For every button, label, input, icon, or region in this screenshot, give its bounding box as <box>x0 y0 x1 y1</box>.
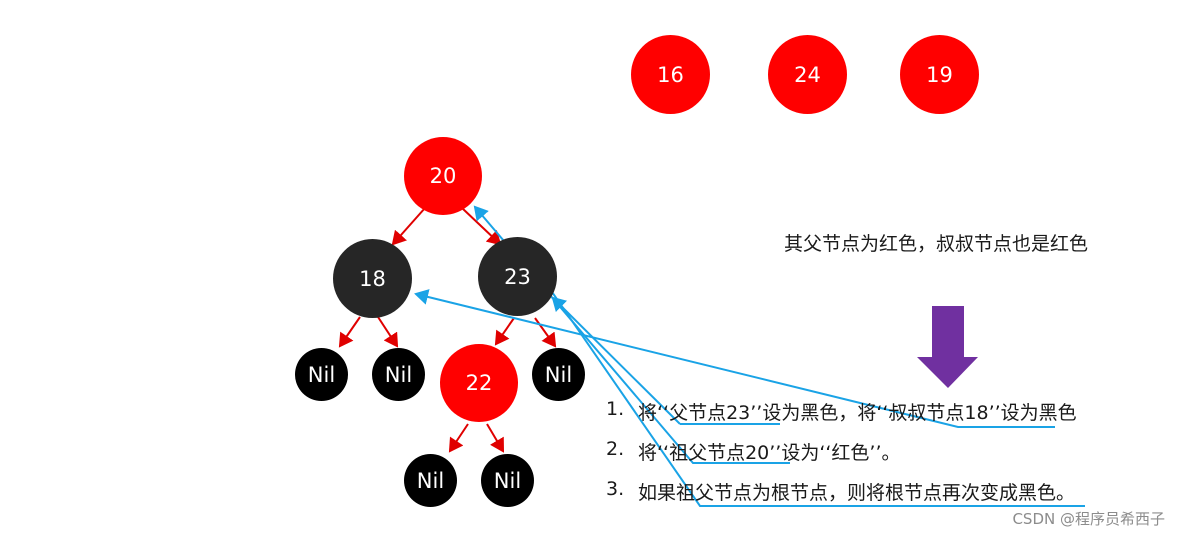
node-label: 18 <box>359 266 386 291</box>
node-label: 22 <box>465 371 493 395</box>
link-step3-root <box>521 248 1085 507</box>
edge-22-nil-right <box>486 423 505 453</box>
step-number: 2. <box>606 438 625 460</box>
step-text: 将‘‘父节点23’’设为黑色，将‘‘叔叔节点18’’设为黑色 <box>638 402 1077 424</box>
nil-label: Nil <box>416 468 445 493</box>
edge-22-nil-left <box>448 423 469 453</box>
nil-label: Nil <box>544 362 573 387</box>
edge-18-nil-right <box>377 316 399 348</box>
nil-label: Nil <box>384 362 413 387</box>
watermark: CSDN @程序员希西子 <box>1012 510 1165 528</box>
step-number: 1. <box>606 398 625 420</box>
queue-node-24: 24 <box>768 35 847 114</box>
queue-node-label: 16 <box>657 62 684 87</box>
tree-node-parent-23: 23 <box>478 237 557 316</box>
queue-node-label: 24 <box>794 62 821 87</box>
step-text: 如果祖父节点为根节点，则将根节点再次变成黑色。 <box>638 482 1076 504</box>
nil-node: Nil <box>404 454 457 507</box>
queue-node-16: 16 <box>631 35 710 114</box>
tree-node-new-22: 22 <box>440 344 518 422</box>
nil-label: Nil <box>493 468 522 493</box>
step-text: 将‘‘祖父节点20’’设为‘‘红色’’。 <box>638 442 901 464</box>
edge-20-18 <box>391 207 426 246</box>
nil-node: Nil <box>372 348 425 401</box>
link-step1-parent <box>553 298 780 425</box>
nil-node: Nil <box>295 348 348 401</box>
step-2: 2. 将‘‘祖父节点20’’设为‘‘红色’’。 <box>606 438 901 465</box>
queue-node-label: 19 <box>926 62 953 87</box>
step-number: 3. <box>606 478 625 500</box>
down-arrow-icon <box>917 306 978 388</box>
edge-18-nil-left <box>338 316 361 348</box>
node-label: 23 <box>504 264 531 289</box>
link-step1-uncle <box>414 289 1055 428</box>
nil-node: Nil <box>481 454 534 507</box>
queue-node-19: 19 <box>900 35 979 114</box>
edge-23-nil-right <box>534 317 557 348</box>
condition-caption: 其父节点为红色，叔叔节点也是红色 <box>784 233 1089 255</box>
nil-label: Nil <box>307 362 336 387</box>
edge-20-23 <box>461 207 502 246</box>
node-label: 20 <box>429 164 457 188</box>
step-3: 3. 如果祖父节点为根节点，则将根节点再次变成黑色。 <box>606 478 1075 505</box>
tree-node-uncle-18: 18 <box>333 239 412 318</box>
edge-23-22 <box>494 317 515 346</box>
tree-node-root-20: 20 <box>404 137 482 215</box>
step-1: 1. 将‘‘父节点23’’设为黑色，将‘‘叔叔节点18’’设为黑色 <box>606 398 1077 425</box>
nil-node: Nil <box>532 348 585 401</box>
